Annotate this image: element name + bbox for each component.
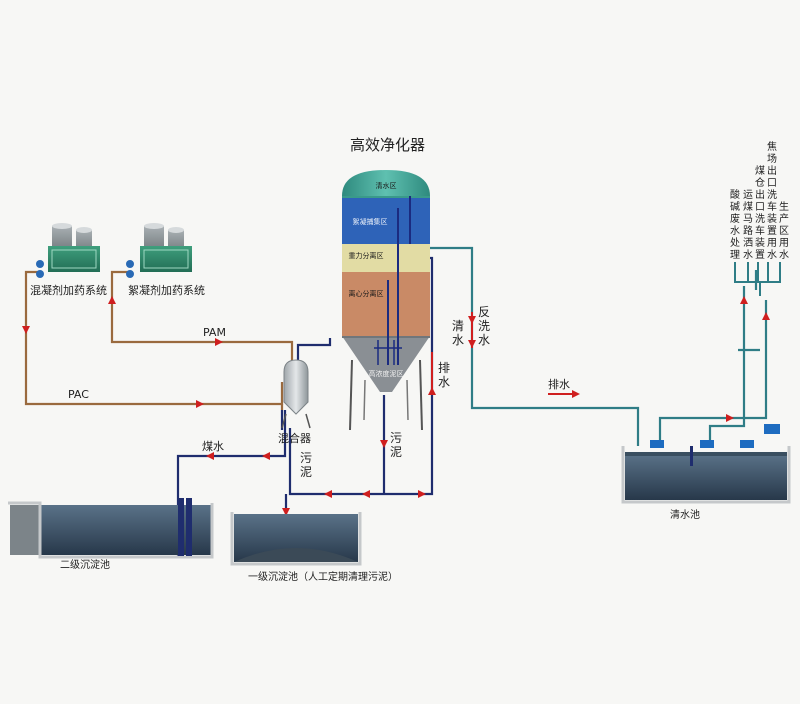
pipes-teal: [415, 246, 768, 446]
reuse-branches: [734, 262, 781, 296]
label-mixing-dosing: 混凝剂加药系统: [30, 283, 107, 297]
zone-clear: 清水区: [376, 181, 397, 190]
pipes-brown: [24, 270, 294, 410]
purifier-vessel: 清水区 絮凝捕集区 重力分离区 离心分离区 高浓度泥区: [342, 170, 430, 431]
mixing-dosing-unit: [36, 223, 100, 278]
purifier-title: 高效净化器: [350, 136, 425, 154]
vertical-labels: 清水反洗水排水污泥污泥酸碱废水处理运煤马路洒水煤仓出口洗车装置焦场出口洗车装置用…: [300, 140, 789, 479]
label-sludge-left: 污泥: [300, 451, 312, 479]
label-backwash: 反洗水: [478, 305, 490, 347]
zone-gravity: 重力分离区: [349, 251, 384, 260]
primary-settling-tank: [230, 512, 362, 566]
zone-sludge: 高浓度泥区: [369, 369, 404, 378]
label-mixer: 混合器: [278, 431, 311, 445]
label-pam: PAM: [203, 326, 226, 339]
zone-centrifugal: 离心分离区: [349, 289, 384, 298]
label-drain: 排水: [438, 361, 450, 389]
arrow-clean-water-out: [548, 390, 580, 398]
flocculant-dosing-unit: [126, 223, 192, 278]
zone-floc: 絮凝捕集区: [353, 217, 388, 226]
label-primary-tank: 一级沉淀池（人工定期清理污泥）: [248, 570, 398, 583]
label-secondary-tank: 二级沉淀池: [60, 558, 110, 571]
label-reuse-0: 酸碱废水处理: [730, 188, 740, 261]
label-coal-water: 煤水: [202, 440, 224, 453]
label-reuse-3: 焦场出口洗车装置用水: [767, 140, 777, 261]
secondary-settling-tank: [8, 498, 214, 559]
label-drain-out: 排水: [548, 377, 570, 391]
label-clean-water: 清水: [452, 319, 464, 347]
label-sludge-right: 污泥: [390, 431, 402, 459]
clean-water-tank: [621, 424, 791, 504]
label-flocculant-dosing: 絮凝剂加药系统: [128, 283, 205, 297]
label-reuse-1: 运煤马路洒水: [743, 189, 753, 261]
label-reuse-4: 生产区用水: [779, 200, 789, 261]
mixer-vessel: [281, 359, 311, 429]
label-pac: PAC: [68, 388, 89, 401]
label-clean-tank: 清水池: [670, 508, 700, 521]
label-reuse-2: 煤仓出口洗车装置: [755, 164, 765, 261]
